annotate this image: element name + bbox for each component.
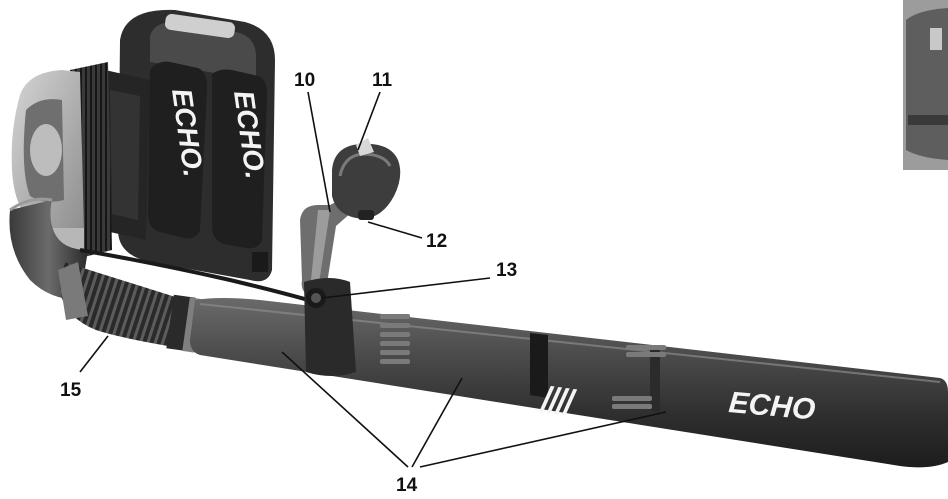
leader-14c: [419, 411, 667, 468]
leader-11: [357, 91, 381, 151]
tube-brand-stripes: [539, 386, 578, 416]
callout-14: 14: [396, 475, 418, 496]
callout-11: 11: [372, 70, 393, 91]
leader-14b: [411, 377, 463, 468]
callout-12: 12: [426, 231, 447, 252]
engine-unit: [11, 62, 112, 258]
callout-10: 10: [294, 70, 315, 91]
callout-labels: 10 11 12 13 14 15: [60, 70, 517, 496]
flex-hose: [58, 262, 202, 353]
backpack-frame: ECHO. ECHO.: [105, 9, 275, 282]
throttle-cable: [79, 248, 309, 302]
leader-lines: [79, 91, 667, 468]
leader-12: [367, 221, 423, 239]
leader-14a: [281, 351, 409, 468]
callout-15: 15: [60, 380, 82, 401]
throttle-handle: [300, 138, 401, 376]
inset-photo: [903, 0, 948, 170]
tube-brand: ECHO: [727, 386, 816, 426]
blower-tube: ECHO: [190, 298, 948, 468]
leader-15: [79, 335, 109, 373]
leader-13: [321, 277, 491, 299]
leader-10: [307, 91, 331, 213]
callout-13: 13: [496, 260, 517, 281]
